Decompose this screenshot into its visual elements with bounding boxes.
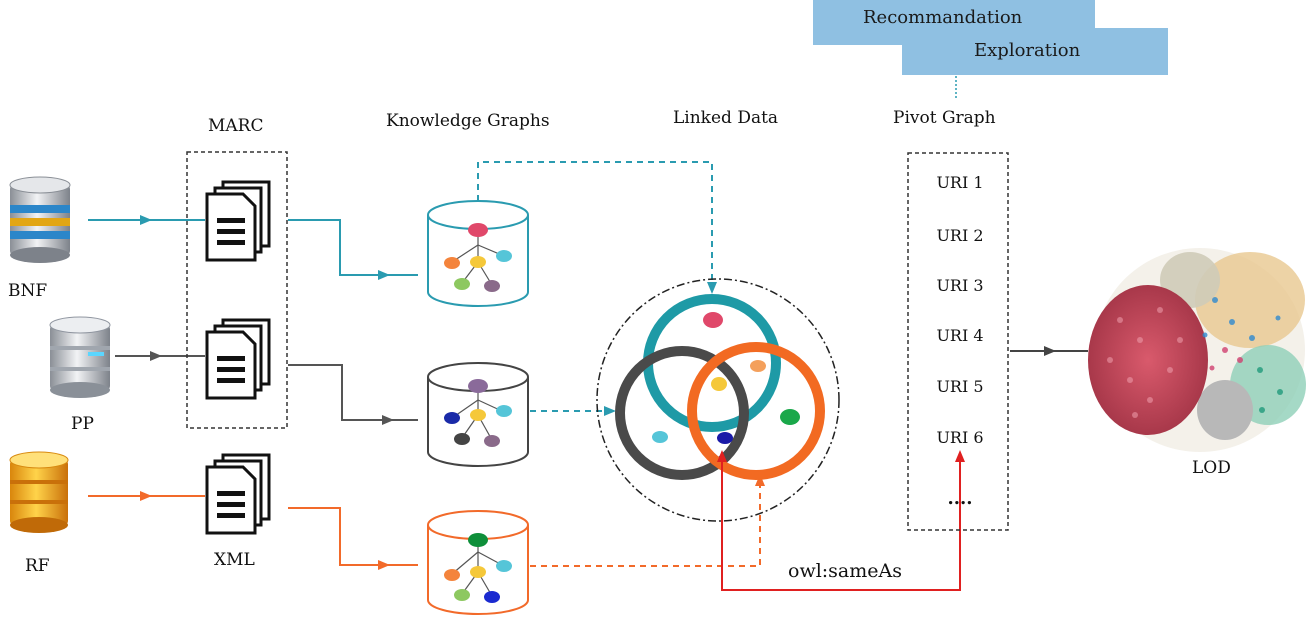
owl-sameas-label: owl:sameAs [788, 560, 902, 582]
graph-cylinder-icon-teal [427, 200, 529, 307]
ring-dark [615, 346, 749, 480]
pivot-uri-6: URI 6 [936, 428, 984, 447]
marc-box [186, 151, 288, 429]
graph-cylinder-icon-orange [427, 510, 529, 615]
kg1-to-linked-data-connector [477, 161, 713, 290]
pivot-uri-5: URI 5 [936, 377, 984, 396]
document-stack-icon-bnf [205, 180, 271, 262]
kg3-to-linked-data-connector [530, 478, 761, 567]
pivot-uri-3: URI 3 [936, 276, 984, 295]
marc-to-kg2-arrow [288, 364, 418, 421]
marc-label: MARC [208, 116, 264, 136]
pivot-graph-box [907, 152, 1009, 531]
graph-cylinder-icon-gray [427, 362, 529, 467]
document-stack-icon-rf [205, 453, 271, 535]
lod-label: LOD [1192, 458, 1231, 478]
source-label-pp: PP [71, 414, 94, 434]
knowledge-graphs-label: Knowledge Graphs [386, 111, 550, 131]
pivot-graph-label: Pivot Graph [893, 108, 996, 128]
document-stack-icon-pp [205, 318, 271, 400]
recommendation-label: Recommandation [863, 7, 1023, 28]
xml-to-kg3-arrow [288, 507, 418, 566]
owl-sameas-text: owl:sameAs [788, 560, 902, 582]
source-label-rf: RF [25, 556, 50, 576]
linked-data-boundary [596, 278, 840, 522]
database-icon-pp [49, 316, 111, 398]
linked-data-label: Linked Data [673, 108, 779, 128]
pivot-uri-2: URI 2 [936, 226, 984, 245]
exploration-label: Exploration [974, 40, 1081, 61]
database-icon-rf [9, 451, 69, 533]
marc-to-kg1-arrow [288, 219, 418, 276]
pivot-uri-1: URI 1 [936, 173, 984, 192]
database-icon-bnf [9, 176, 71, 263]
pivot-uri-4: URI 4 [936, 326, 984, 345]
source-label-bnf: BNF [8, 281, 48, 301]
ring-orange [687, 342, 825, 480]
pivot-uri-more: .... [947, 488, 973, 509]
lod-cloud-icon [1088, 248, 1306, 452]
xml-label: XML [214, 550, 255, 570]
exploration-banner: Exploration [902, 28, 1168, 75]
owl-sameas-connector [721, 456, 961, 591]
